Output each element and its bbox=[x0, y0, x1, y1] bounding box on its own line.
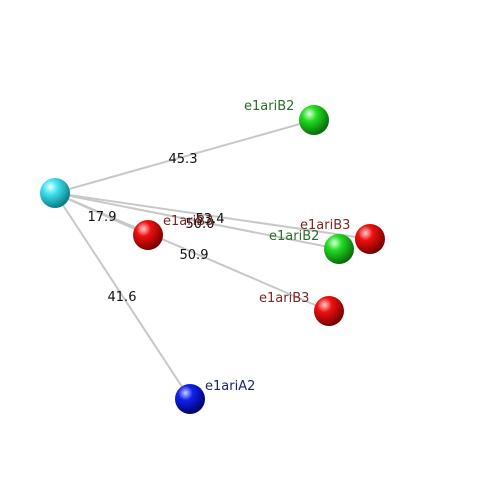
atom-node-b2_right[interactable] bbox=[324, 234, 354, 264]
atom-node-b3_right[interactable] bbox=[355, 224, 385, 254]
edge-distance-label: 53.4 bbox=[196, 212, 225, 227]
atom-label-a2: e1ariA2 bbox=[205, 379, 255, 394]
edge-a3-b3_right bbox=[54, 192, 371, 240]
edge-a3-b2_right bbox=[54, 192, 340, 250]
atom-label-b2_top: e1ariB2 bbox=[244, 99, 294, 114]
atom-node-b2_top[interactable] bbox=[299, 105, 329, 135]
label-layer: 45.317.953.450.050.941.6e1ariA3e1ariB2e1… bbox=[88, 99, 351, 394]
edge-distance-label: 41.6 bbox=[108, 290, 137, 305]
edge-a3-a2 bbox=[54, 192, 191, 400]
edge-layer bbox=[54, 119, 371, 400]
atom-node-b3_low[interactable] bbox=[314, 296, 344, 326]
node-layer bbox=[40, 105, 385, 414]
atom-node-red_mid[interactable] bbox=[133, 220, 163, 250]
edge-distance-label: 50.0 bbox=[186, 217, 215, 232]
atom-label-b2_right: e1ariB2 bbox=[269, 229, 319, 244]
atom-node-a2[interactable] bbox=[175, 384, 205, 414]
atom-node-a3[interactable] bbox=[40, 178, 70, 208]
atom-label-b3_right: e1ariB3 bbox=[300, 218, 350, 233]
edge-a3-b2_top bbox=[54, 119, 315, 194]
edge-a3-b3_low bbox=[54, 192, 330, 312]
atom-label-red_mid: e1ariB3 bbox=[163, 214, 213, 229]
edge-distance-label: 17.9 bbox=[88, 210, 117, 225]
edge-distance-label: 50.9 bbox=[180, 248, 209, 263]
atom-label-b3_low: e1ariB3 bbox=[259, 291, 309, 306]
edge-distance-label: 45.3 bbox=[169, 152, 198, 167]
